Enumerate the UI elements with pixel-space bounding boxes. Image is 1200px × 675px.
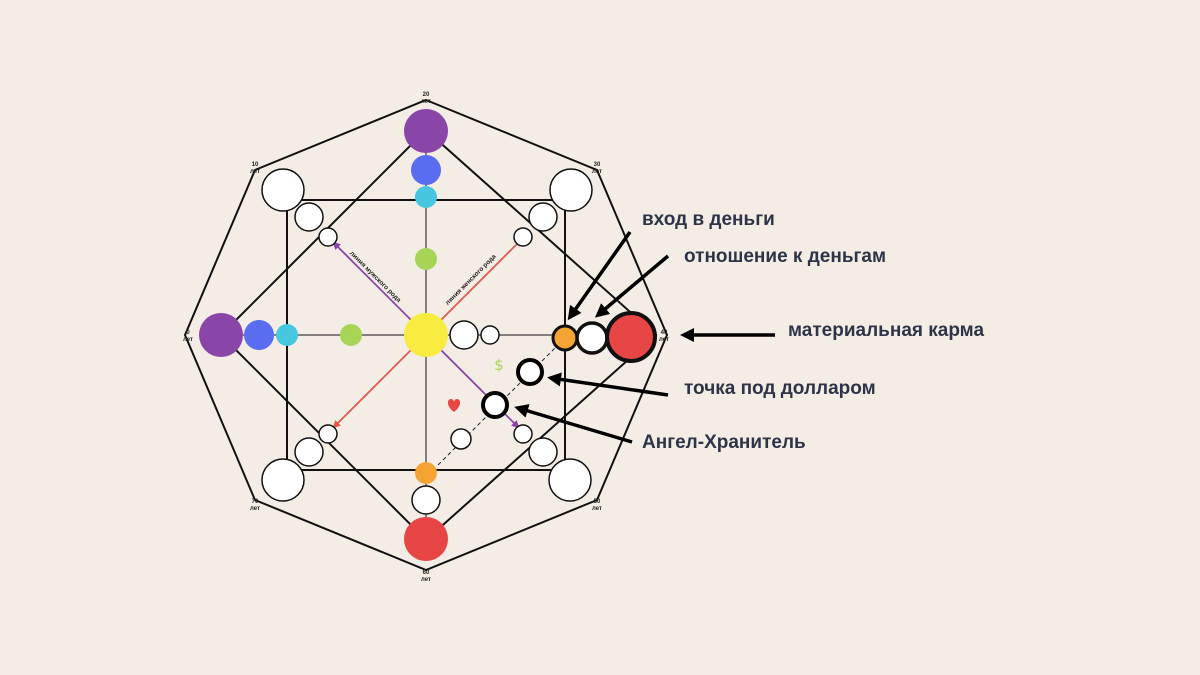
corner-small-circle <box>513 227 533 247</box>
corner-circle-30 <box>549 168 593 212</box>
top-green-circle <box>415 248 437 270</box>
svg-text:лет: лет <box>659 337 669 343</box>
svg-text:50: 50 <box>594 499 601 505</box>
svg-text:лет: лет <box>592 169 602 175</box>
corner-inner-circle <box>528 437 558 467</box>
callout-guardian-angel: Ангел-Хранитель <box>642 432 806 453</box>
material-karma-red-circle <box>605 311 657 363</box>
svg-text:лет: лет <box>592 506 602 512</box>
female-line-label: линия женского рода <box>444 253 498 307</box>
arrow-money-entry <box>567 230 632 321</box>
age-label-20: 20 лет <box>421 92 431 105</box>
left-green-circle <box>340 324 362 346</box>
age-label-60: 60 лет <box>421 570 431 583</box>
age-label-30: 30 лет <box>592 162 602 175</box>
corner-circle-70 <box>261 458 305 502</box>
age-label-50: 50 лет <box>592 499 602 512</box>
age-label-0: 0 лет <box>183 330 193 343</box>
dollar-point-circle <box>516 358 544 386</box>
money-entry-orange-circle <box>551 324 579 352</box>
corner-small-circle <box>318 227 338 247</box>
corner-circle-10 <box>261 168 305 212</box>
svg-text:20: 20 <box>423 92 430 98</box>
bottom-white-circle <box>411 485 441 515</box>
heart-icon <box>447 399 461 412</box>
left-purple-circle <box>199 313 243 357</box>
arrow-money-attitude <box>594 254 670 318</box>
svg-text:лет: лет <box>421 577 431 583</box>
corner-circle-50 <box>548 458 592 502</box>
svg-text:40: 40 <box>661 330 668 336</box>
svg-text:60: 60 <box>423 570 430 576</box>
age-label-10: 10 лет <box>250 162 260 175</box>
svg-text:лет: лет <box>250 506 260 512</box>
corner-inner-circle <box>294 202 324 232</box>
callout-money-attitude: отношение к деньгам <box>684 246 887 267</box>
outer-octagon <box>183 98 669 572</box>
right-inner-circle <box>449 320 479 350</box>
svg-text:0: 0 <box>186 330 190 336</box>
money-line-small-circle <box>450 428 472 450</box>
svg-text:лет: лет <box>421 99 431 105</box>
corner-inner-circle <box>294 437 324 467</box>
arrow-dollar-point <box>547 372 669 397</box>
svg-text:70: 70 <box>252 499 259 505</box>
svg-text:30: 30 <box>594 162 601 168</box>
callout-material-karma: материальная карма <box>788 320 985 341</box>
left-cyan-circle <box>276 324 298 346</box>
svg-text:лет: лет <box>250 169 260 175</box>
money-attitude-circle <box>575 321 609 355</box>
bottom-red-circle <box>404 517 448 561</box>
arrow-guardian-angel <box>514 404 633 444</box>
callout-money-entry: вход в деньги <box>642 209 775 230</box>
female-line-arrow-up <box>425 238 523 336</box>
top-blue-circle <box>411 155 441 185</box>
bottom-orange-circle <box>415 462 437 484</box>
age-label-40: 40 лет <box>659 330 669 343</box>
corner-small-circle <box>318 424 338 444</box>
svg-text:10: 10 <box>252 162 259 168</box>
top-cyan-circle <box>415 186 437 208</box>
top-purple-circle <box>404 109 448 153</box>
age-label-70: 70 лет <box>250 499 260 512</box>
callout-dollar-point: точка под долларом <box>684 378 876 399</box>
guardian-angel-circle <box>481 391 509 419</box>
corner-small-circle <box>513 424 533 444</box>
svg-text:лет: лет <box>183 337 193 343</box>
male-line-label: линия мужского рода <box>348 250 402 304</box>
right-small-circle <box>480 325 500 345</box>
center-yellow-circle <box>404 313 448 357</box>
left-blue-circle <box>244 320 274 350</box>
corner-inner-circle <box>528 202 558 232</box>
dollar-icon: $ <box>494 356 504 374</box>
